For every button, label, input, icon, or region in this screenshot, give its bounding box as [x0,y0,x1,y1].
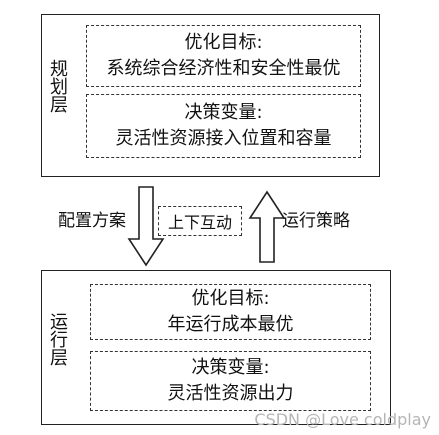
operation-layer-box [41,270,391,425]
planning-variables-title: 决策变量: [184,102,263,123]
planning-variables-box: 决策变量: 灵活性资源接入位置和容量 [86,94,361,158]
planning-variables-text: 灵活性资源接入位置和容量 [115,128,332,149]
interaction-box: 上下互动 [158,206,242,236]
planning-layer-label: 规划层 [47,59,68,113]
operation-variables-text: 灵活性资源出力 [167,383,294,404]
up-arrow-icon [248,190,286,263]
operation-objective-title: 优化目标: [191,288,270,309]
planning-objective-text: 系统综合经济性和安全性最优 [106,58,341,79]
operation-layer-label: 运行层 [47,312,68,366]
watermark: CSDN @Love coldplay [254,410,431,429]
operation-strategy-label: 运行策略 [282,211,350,231]
operation-objective-text: 年运行成本最优 [167,314,294,335]
operation-variables-title: 决策变量: [191,357,270,378]
operation-objective-box: 优化目标: 年运行成本最优 [90,284,371,340]
planning-objective-title: 优化目标: [184,32,263,53]
planning-layer-box [41,14,380,177]
operation-variables-box: 决策变量: 灵活性资源出力 [90,351,371,411]
config-plan-label: 配置方案 [58,211,126,231]
planning-objective-box: 优化目标: 系统综合经济性和安全性最优 [86,25,361,87]
down-arrow-icon [127,186,165,267]
